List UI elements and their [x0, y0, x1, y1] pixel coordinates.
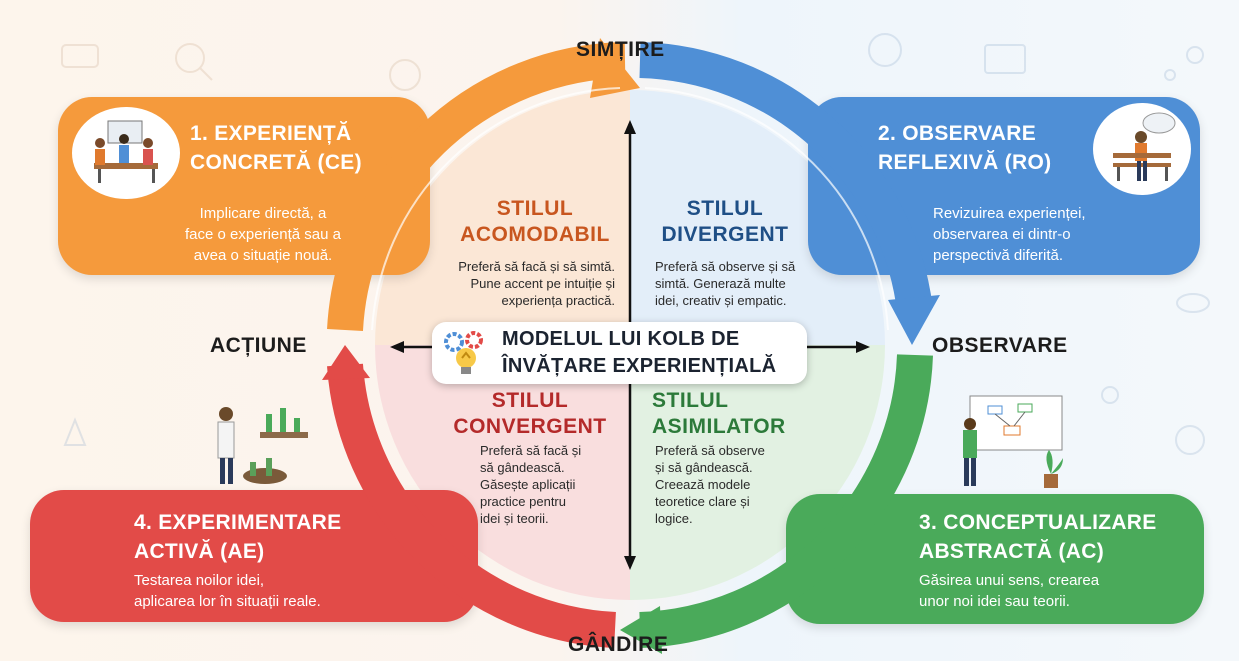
stage-desc-line: avea o situație nouă. — [193, 247, 333, 264]
style-desc-line: Preferă să facă și să simtă. — [458, 259, 615, 274]
stage-desc-line: Testarea noilor idei, — [134, 572, 265, 589]
arrowhead-green — [620, 606, 662, 654]
arrowhead-red — [322, 345, 370, 380]
stage-title-line2: ACTIVĂ (AE) — [134, 540, 265, 563]
style-desc-line: Preferă să observe — [655, 443, 765, 458]
style-desc-line: idei și teorii. — [480, 511, 549, 526]
arrow-arc-red — [327, 363, 616, 648]
diagram-title-line1: MODELUL LUI KOLB DE — [502, 328, 740, 350]
stage-desc-line: Implicare directă, a — [199, 205, 327, 222]
axis-label-bottom: GÂNDIRE — [568, 633, 669, 656]
axis-label-left: ACȚIUNE — [210, 334, 307, 357]
style-title-line2: CONVERGENT — [453, 415, 607, 438]
scientist-lab-icon — [190, 392, 310, 492]
style-desc-line: idei, creativ și empatic. — [655, 293, 787, 308]
style-desc-line: teoretice clare și — [655, 494, 750, 509]
arrowhead-orange — [590, 38, 640, 98]
style-desc-line: Preferă să observe și să — [655, 259, 796, 274]
axis-label-top: SIMȚIRE — [576, 38, 665, 61]
arrowhead-blue — [888, 295, 940, 345]
stage-title-line2: REFLEXIVĂ (RO) — [878, 151, 1052, 174]
center-title-box: MODELUL LUI KOLB DE ÎNVĂȚARE EXPERIENȚIA… — [432, 322, 807, 384]
style-desc-line: experiența practică. — [501, 293, 615, 308]
style-desc-line: Preferă să facă și — [480, 443, 582, 458]
style-desc-acomodabil: Preferă să facă și să simtă. Pune accent… — [410, 258, 615, 309]
style-title-convergent: STILUL CONVERGENT — [440, 388, 620, 440]
style-desc-line: Pune accent pe intuiție și — [470, 276, 615, 291]
stage-desc-line: face o experiență sau a — [185, 226, 341, 243]
stage-desc-line: observarea ei dintr-o — [933, 226, 1071, 243]
gears-lightbulb-icon — [440, 328, 494, 378]
stage-desc-line: unor noi idei sau teorii. — [919, 593, 1070, 610]
stage-title-line1: 2. OBSERVARE — [878, 122, 1037, 145]
style-title-divergent: STILUL DIVERGENT — [645, 196, 805, 248]
style-desc-asimilator: Preferă să observe și să gândească. Cree… — [655, 442, 805, 527]
style-title-asimilator: STILUL ASIMILATOR — [652, 388, 802, 440]
style-title-line1: STILUL — [652, 389, 729, 412]
stage-desc-line: Găsirea unui sens, crearea — [919, 572, 1100, 589]
style-desc-convergent: Preferă să facă și să gândească. Găsește… — [480, 442, 612, 527]
whiteboard-diagram-icon — [948, 390, 1068, 494]
style-title-line2: ASIMILATOR — [652, 415, 786, 438]
style-desc-line: practice pentru — [480, 494, 566, 509]
axis-label-right: OBSERVARE — [932, 334, 1068, 357]
style-desc-line: simtă. Generază multe — [655, 276, 786, 291]
arrow-arc-green — [639, 354, 933, 648]
style-title-line2: ACOMODABIL — [460, 223, 610, 246]
style-title-acomodabil: STILUL ACOMODABIL — [455, 196, 615, 248]
arrow-arc-orange — [327, 42, 626, 331]
group-work-illustration-icon — [72, 107, 180, 199]
style-desc-line: Creează modele — [655, 477, 751, 492]
diagram-title: MODELUL LUI KOLB DE ÎNVĂȚARE EXPERIENȚIA… — [502, 326, 802, 380]
style-desc-line: logice. — [655, 511, 693, 526]
stage-title-line1: 3. CONCEPTUALIZARE — [919, 511, 1157, 534]
stage-title-line2: ABSTRACTĂ (AC) — [919, 540, 1105, 563]
arrow-arc-blue — [639, 42, 933, 313]
style-title-line1: STILUL — [686, 197, 764, 220]
thinking-person-bench-icon — [1093, 103, 1191, 195]
style-desc-line: Găsește aplicații — [480, 477, 576, 492]
diagram-title-line2: ÎNVĂȚARE EXPERIENȚIALĂ — [502, 355, 777, 377]
style-desc-divergent: Preferă să observe și să simtă. Generază… — [655, 258, 855, 309]
style-title-line2: DIVERGENT — [661, 223, 789, 246]
style-desc-line: să gândească. — [480, 460, 565, 475]
stage-desc-line: Revizuirea experienței, — [933, 205, 1086, 222]
style-title-line1: STILUL — [496, 197, 574, 220]
stage-title-line2: CONCRETĂ (CE) — [190, 151, 362, 174]
stage-desc-line: perspectivă diferită. — [933, 247, 1064, 264]
stage-desc-line: aplicarea lor în situații reale. — [134, 593, 321, 610]
stage-title-line1: 1. EXPERIENȚĂ — [190, 122, 352, 145]
stage-title-line1: 4. EXPERIMENTARE — [134, 511, 342, 534]
style-title-line1: STILUL — [491, 389, 569, 412]
style-desc-line: și să gândească. — [655, 460, 753, 475]
